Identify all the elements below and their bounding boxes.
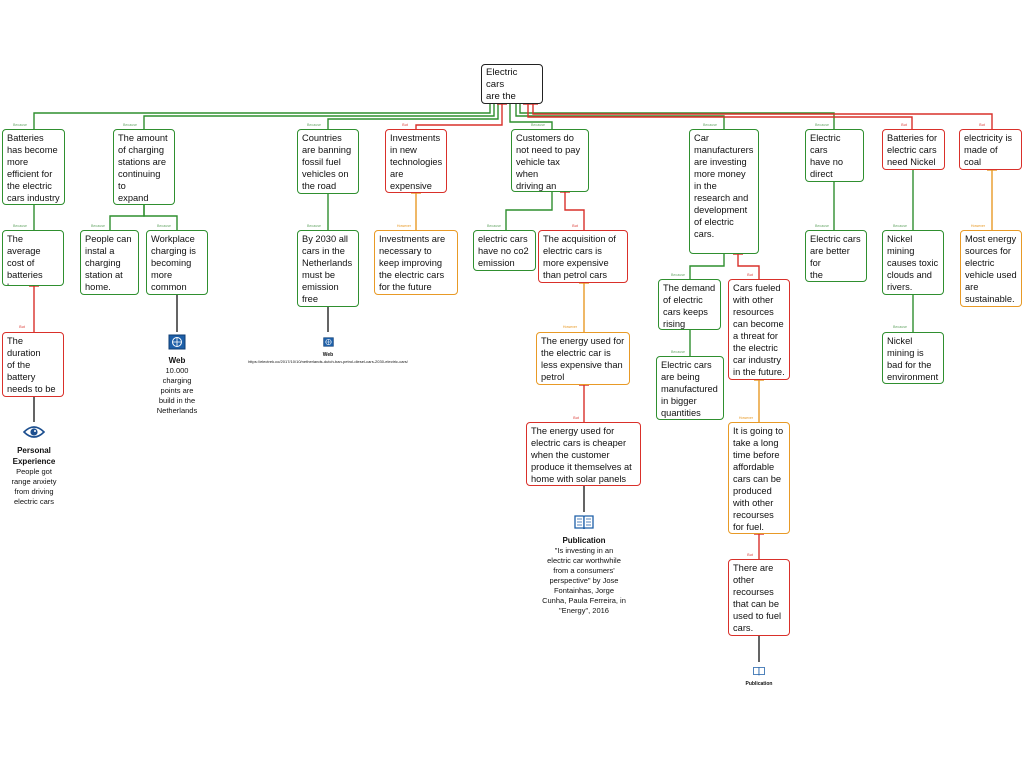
link-label: But [19,325,25,329]
link-label: Because [307,224,321,228]
resource-web[interactable]: Web 10.000 charging points are build in … [147,334,207,416]
concept-node-but[interactable]: The duration of the battery needs to be … [2,332,64,397]
link-label: However [970,224,986,228]
root-concept[interactable]: Electric cars are the future [481,64,543,104]
concept-node[interactable]: The average cost of batteries has droppe… [2,230,64,286]
link-label: But [572,224,578,228]
link-label: Because [123,123,137,127]
concept-node-however[interactable]: Investments are necessary to keep improv… [374,230,458,295]
concept-node[interactable]: The demand of electric cars keeps rising [658,279,721,330]
web-icon [168,334,186,350]
link-label: Because [531,123,545,127]
concept-node[interactable]: Nickel mining causes toxic clouds and ri… [882,230,944,295]
resource-title: Web [322,352,334,358]
concept-node-but[interactable]: Batteries for electric cars need Nickel [882,129,945,170]
concept-node[interactable]: Countries are banning fossil fuel vehicl… [297,129,359,194]
link-label: Because [893,224,907,228]
book-icon [574,515,594,530]
resource-title: Publication [562,536,606,545]
resource-description: "Is investing in an electric car worthwh… [542,546,626,615]
link-label: But [979,123,985,127]
link-label: But [747,553,753,557]
resource-title: Web [168,356,186,365]
link-label: But [402,123,408,127]
concept-node[interactable]: By 2030 all cars in the Netherlands must… [297,230,359,307]
concept-node[interactable]: Electric cars have no direct emission [805,129,864,182]
link-label: Because [13,224,27,228]
link-label: But [573,416,579,420]
link-label: Because [815,123,829,127]
resource-publication[interactable]: Publication "Is investing in an electric… [528,514,640,616]
resource-publication[interactable]: Publication [734,663,784,688]
link-label: But [747,273,753,277]
eye-icon [22,426,46,438]
concept-node-but[interactable]: Investments in new technologies are expe… [385,129,447,193]
resource-url[interactable]: https://electrek.co/2017/10/10/netherlan… [248,359,408,364]
concept-node-however[interactable]: It is going to take a long time before a… [728,422,790,534]
link-label: Because [671,350,685,354]
resource-web[interactable]: Web https://electrek.co/2017/10/10/nethe… [208,334,448,365]
link-label: Because [157,224,171,228]
concept-node[interactable]: Electric cars are better for the environ… [805,230,867,282]
resource-personal-experience[interactable]: Personal Experience People got range anx… [0,424,69,507]
link-label: However [738,416,754,420]
link-label: Because [91,224,105,228]
link-label: Because [13,123,27,127]
link-label: However [562,325,578,329]
book-icon [753,667,765,676]
link-label: Because [815,224,829,228]
concept-node[interactable]: Customers do not need to pay vehicle tax… [511,129,589,192]
concept-node[interactable]: electric cars have no co2 emission [473,230,536,271]
link-label: But [901,123,907,127]
concept-node-but[interactable]: Cars fueled with other resources can bec… [728,279,790,380]
concept-node[interactable]: The amount of charging stations are cont… [113,129,175,205]
link-label: Because [703,123,717,127]
concept-node-but[interactable]: The acquisition of electric cars is more… [538,230,628,283]
link-label: Because [893,325,907,329]
concept-node-but[interactable]: The energy used for electric cars is che… [526,422,641,486]
concept-node[interactable]: Car manufacturers are investing more mon… [689,129,759,254]
resource-title: Personal Experience [12,446,56,466]
concept-node-but[interactable]: electricity is made of coal and gas [959,129,1022,170]
link-label: Because [487,224,501,228]
concept-node-however[interactable]: The energy used for the electric car is … [536,332,630,385]
resource-title: Publication [745,681,773,687]
resource-description: 10.000 charging points are build in the … [156,366,198,415]
resource-description: People got range anxiety from driving el… [11,467,57,506]
link-label: However [396,224,412,228]
concept-node[interactable]: People can instal a charging station at … [80,230,139,295]
web-icon [322,337,334,347]
concept-node-but[interactable]: There are other recourses that can be us… [728,559,790,636]
concept-node[interactable]: Nickel mining is bad for the environment [882,332,944,384]
concept-node[interactable]: Batteries has become more efficient for … [2,129,65,205]
link-label: Because [671,273,685,277]
link-label: Because [307,123,321,127]
concept-node[interactable]: Electric cars are being manufactured in … [656,356,724,420]
concept-node-however[interactable]: Most energy sources for electric vehicle… [960,230,1022,307]
concept-node[interactable]: Workplace charging is becoming more comm… [146,230,208,295]
